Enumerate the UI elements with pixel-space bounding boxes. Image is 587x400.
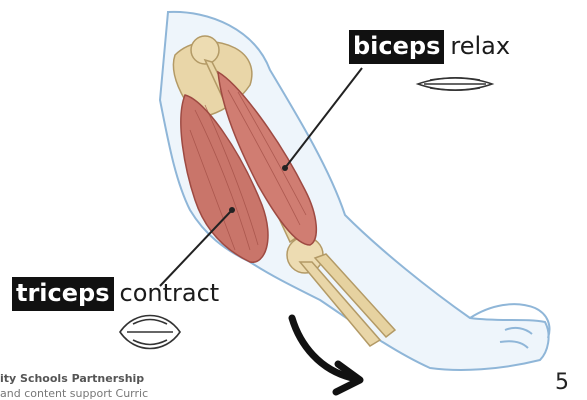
triceps-word: triceps (12, 277, 114, 311)
footer-support: and content support Curric (0, 387, 148, 400)
biceps-pointer-dot (282, 165, 288, 171)
biceps-action: relax (444, 32, 510, 60)
contracted-muscle-icon (120, 316, 180, 349)
relaxed-muscle-icon (418, 78, 492, 91)
triceps-pointer-line (160, 210, 232, 286)
biceps-word: biceps (349, 30, 444, 64)
footer-partnership: ity Schools Partnership (0, 372, 144, 385)
page-number: 5 (555, 370, 569, 395)
triceps-action: contract (114, 279, 220, 307)
triceps-pointer-dot (229, 207, 235, 213)
